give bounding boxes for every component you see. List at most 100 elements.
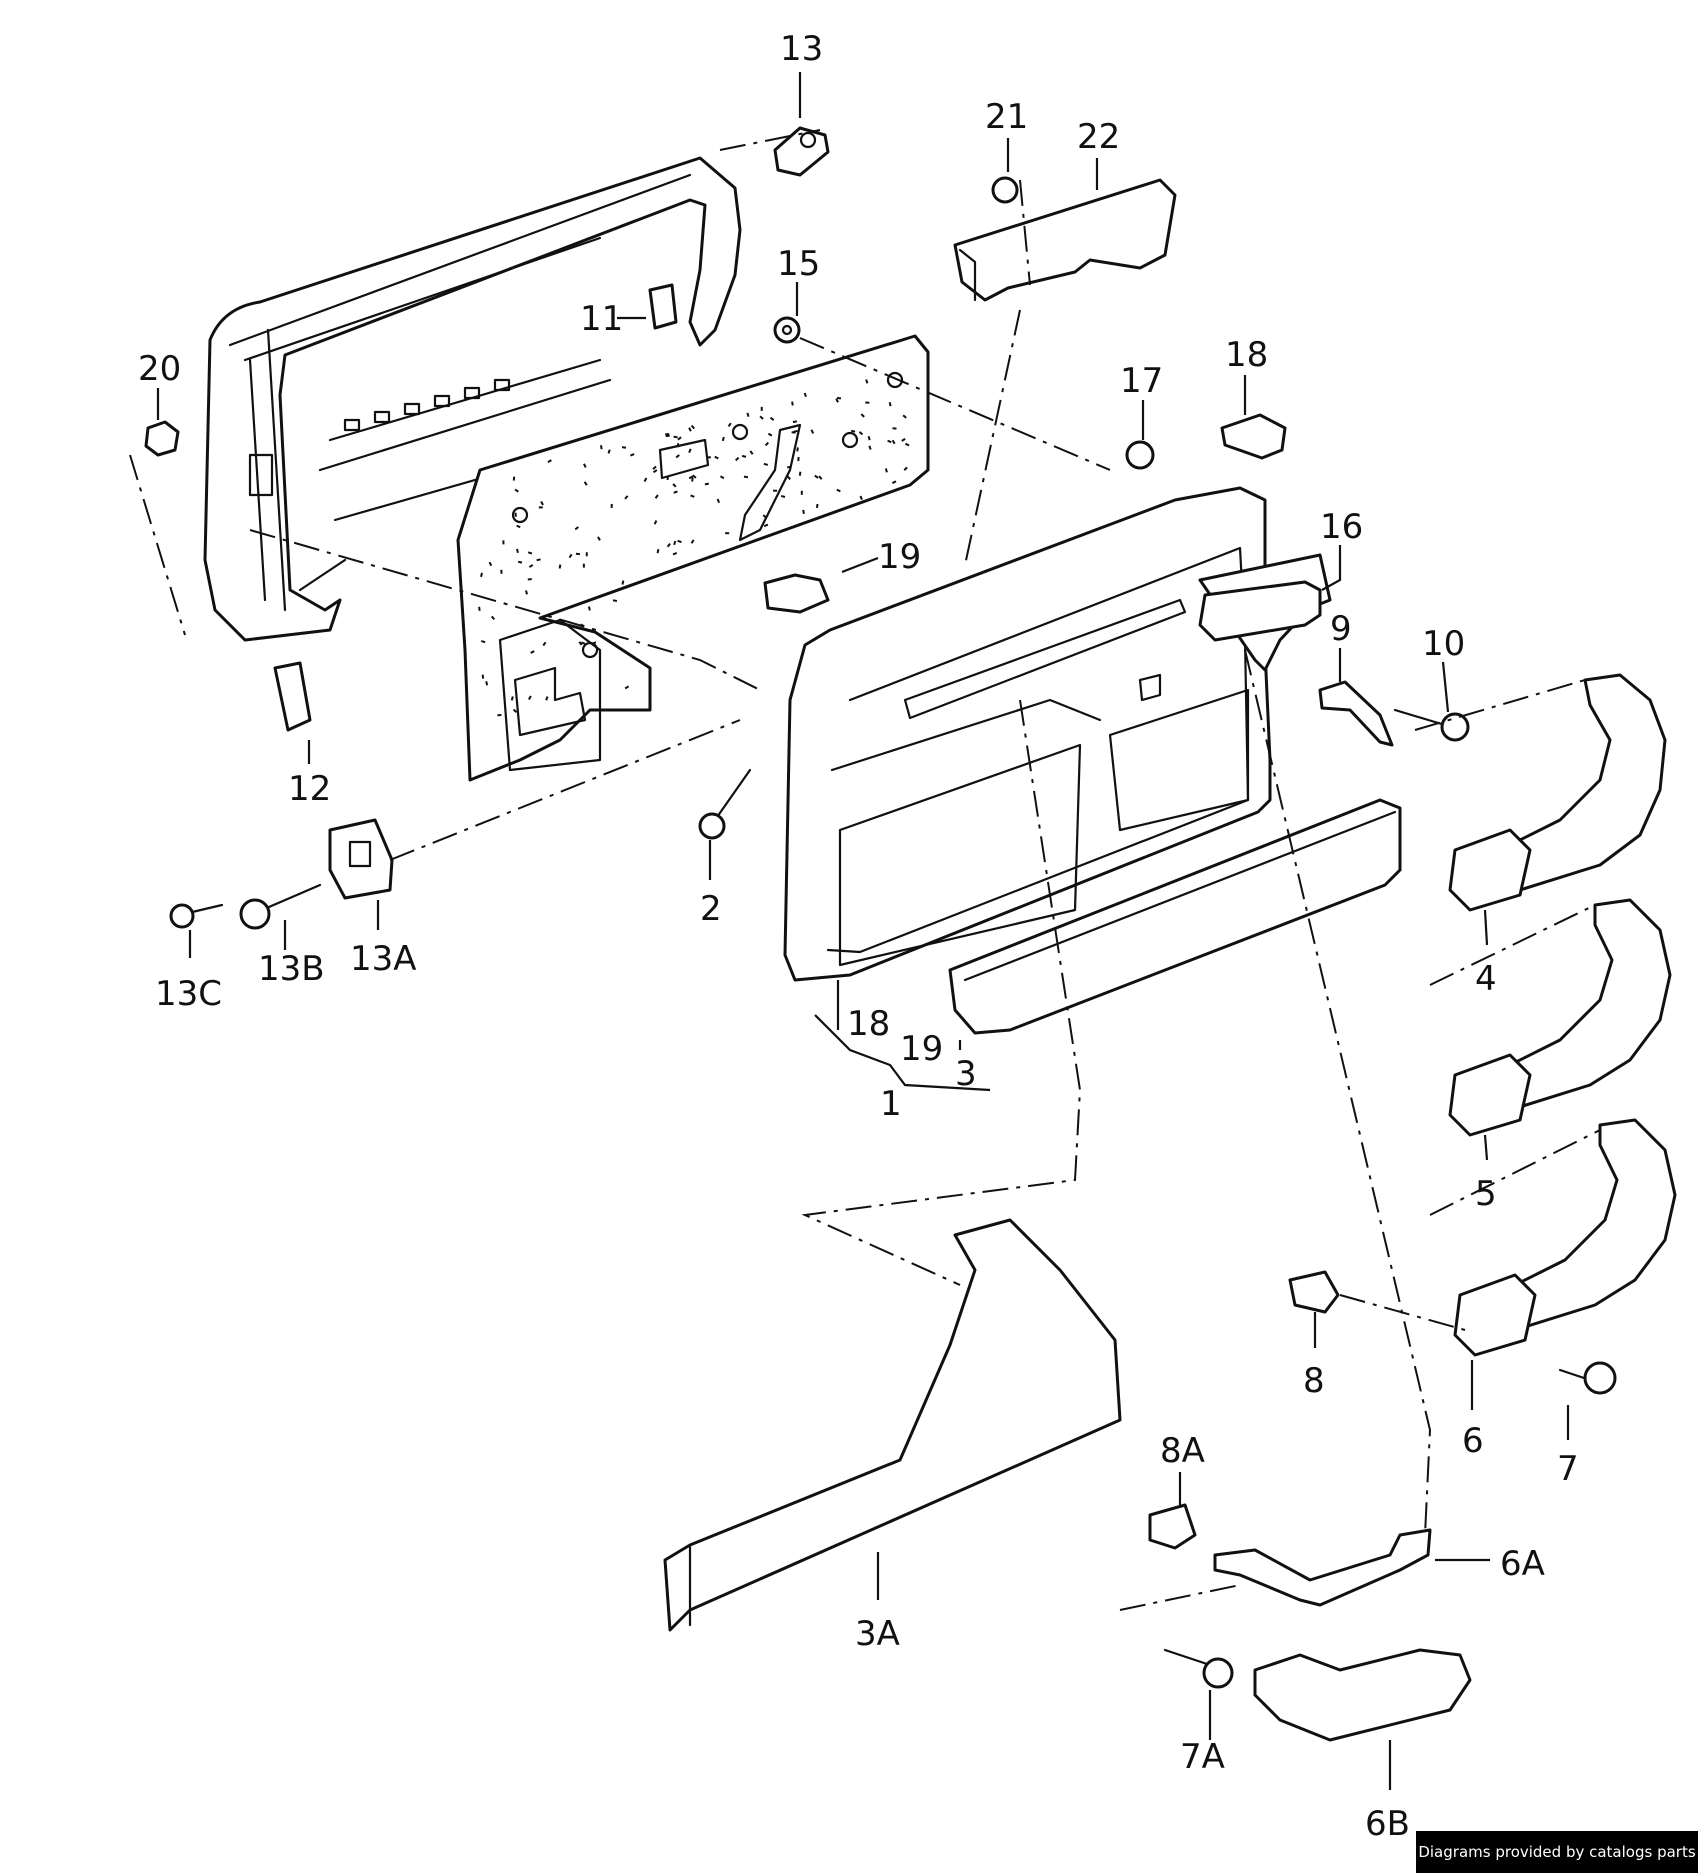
insulation-speck (677, 443, 680, 448)
callout-16: 16 (1320, 507, 1363, 547)
insulation-speck (610, 503, 613, 508)
insulation-speck (714, 455, 719, 460)
insulation-speck (527, 551, 533, 555)
insulation-speck (485, 681, 489, 686)
callout-20: 20 (138, 349, 181, 389)
part-13A-retainer (328, 818, 394, 900)
callout-13C: 13C (155, 974, 222, 1014)
part-6A-bracket (1213, 1528, 1432, 1607)
part-18-clip-top (1220, 413, 1287, 460)
insulation-panel (456, 334, 930, 782)
callout-15: 15 (777, 244, 820, 284)
insulation-speck (527, 578, 532, 581)
part-13-clip (773, 126, 830, 177)
insulation-speck (763, 523, 769, 528)
insulation-speck (888, 402, 892, 407)
callout-9: 9 (1330, 609, 1352, 649)
insulation-speckle (478, 379, 910, 717)
insulation-speck (666, 543, 671, 548)
insulation-speck (612, 599, 618, 603)
insulation-speck (688, 448, 692, 453)
callout-labels: 13 21 22 15 11 20 17 18 19 16 9 10 12 2 … (138, 29, 1579, 1844)
insulation-speck (791, 401, 794, 406)
insulation-speck (787, 465, 792, 469)
callout-7: 7 (1557, 1449, 1579, 1489)
insulation-speck (759, 415, 764, 420)
insulation-speck (688, 427, 692, 432)
insulation-speck (653, 520, 658, 525)
insulation-speck (836, 488, 841, 493)
insulation-speck (500, 569, 503, 574)
insulation-speck (581, 641, 586, 645)
part-21-grommet (991, 176, 1019, 204)
insulation-speck (688, 475, 694, 480)
insulation-speck (516, 548, 519, 554)
callout-18: 18 (1225, 335, 1268, 375)
insulation-speck (574, 526, 579, 531)
insulation-speck (488, 561, 493, 567)
callout-4: 4 (1475, 959, 1497, 999)
insulation-speck (691, 477, 694, 482)
insulation-speck (904, 442, 910, 447)
callout-12: 12 (288, 769, 331, 809)
insulation-speck (786, 475, 791, 481)
insulation-speck (481, 640, 486, 644)
part-17-grommet (1125, 440, 1155, 470)
insulation-speck (675, 454, 680, 459)
insulation-speck (797, 456, 800, 462)
insulation-speck (892, 427, 897, 430)
insulation-speck (478, 606, 481, 611)
insulation-speck (903, 466, 908, 471)
part-22-insert (953, 178, 1177, 302)
insulation-speck (652, 465, 657, 470)
insulation-speck (672, 552, 678, 556)
insulation-speck (760, 406, 763, 411)
insulation-speck (802, 509, 805, 514)
insulation-speck (800, 490, 803, 495)
insulation-speck (583, 481, 588, 486)
callout-6B: 6B (1365, 1804, 1410, 1844)
alignment-lines (129, 129, 1601, 1611)
insulation-speck (884, 468, 888, 473)
insulation-speck (716, 498, 720, 504)
insulation-speck (725, 532, 730, 535)
insulation-speck (763, 462, 769, 466)
insulation-speck (901, 437, 906, 442)
insulation-speck (815, 503, 819, 509)
insulation-speck (791, 431, 796, 434)
insulation-speck (749, 450, 754, 455)
callout-5: 5 (1475, 1174, 1497, 1214)
insulation-speck (545, 696, 549, 701)
insulation-speck (767, 432, 773, 437)
insulation-speck (673, 490, 678, 494)
insulation-speck (583, 463, 587, 468)
insulation-speck (578, 641, 583, 646)
insulation-speck (643, 477, 648, 483)
part-6B-handle (1253, 1648, 1472, 1742)
insulation-speck (865, 379, 869, 384)
insulation-speck (587, 606, 591, 611)
insulation-speck (568, 553, 573, 559)
callout-11: 11 (580, 299, 623, 339)
insulation-speck (860, 413, 865, 418)
insulation-speck (575, 552, 580, 556)
insulation-speck (497, 713, 502, 717)
insulation-speck (481, 674, 485, 679)
callout-1: 1 (880, 1084, 902, 1124)
insulation-speck (859, 495, 863, 501)
insulation-speck (690, 424, 695, 430)
insulation-speck (536, 558, 541, 562)
insulation-speck (868, 445, 872, 450)
part-2-screw (698, 768, 752, 840)
callout-13B: 13B (258, 949, 325, 989)
insulation-speck (673, 435, 678, 439)
insulation-speck (673, 540, 677, 546)
insulation-speck (835, 398, 839, 403)
insulation-speck (865, 401, 870, 404)
insulation-speck (582, 563, 585, 568)
insulation-speck (656, 548, 660, 554)
insulation-speck (810, 429, 815, 434)
insulation-speck (597, 536, 601, 541)
callout-3: 3 (955, 1054, 977, 1094)
insulation-speck (780, 494, 786, 498)
